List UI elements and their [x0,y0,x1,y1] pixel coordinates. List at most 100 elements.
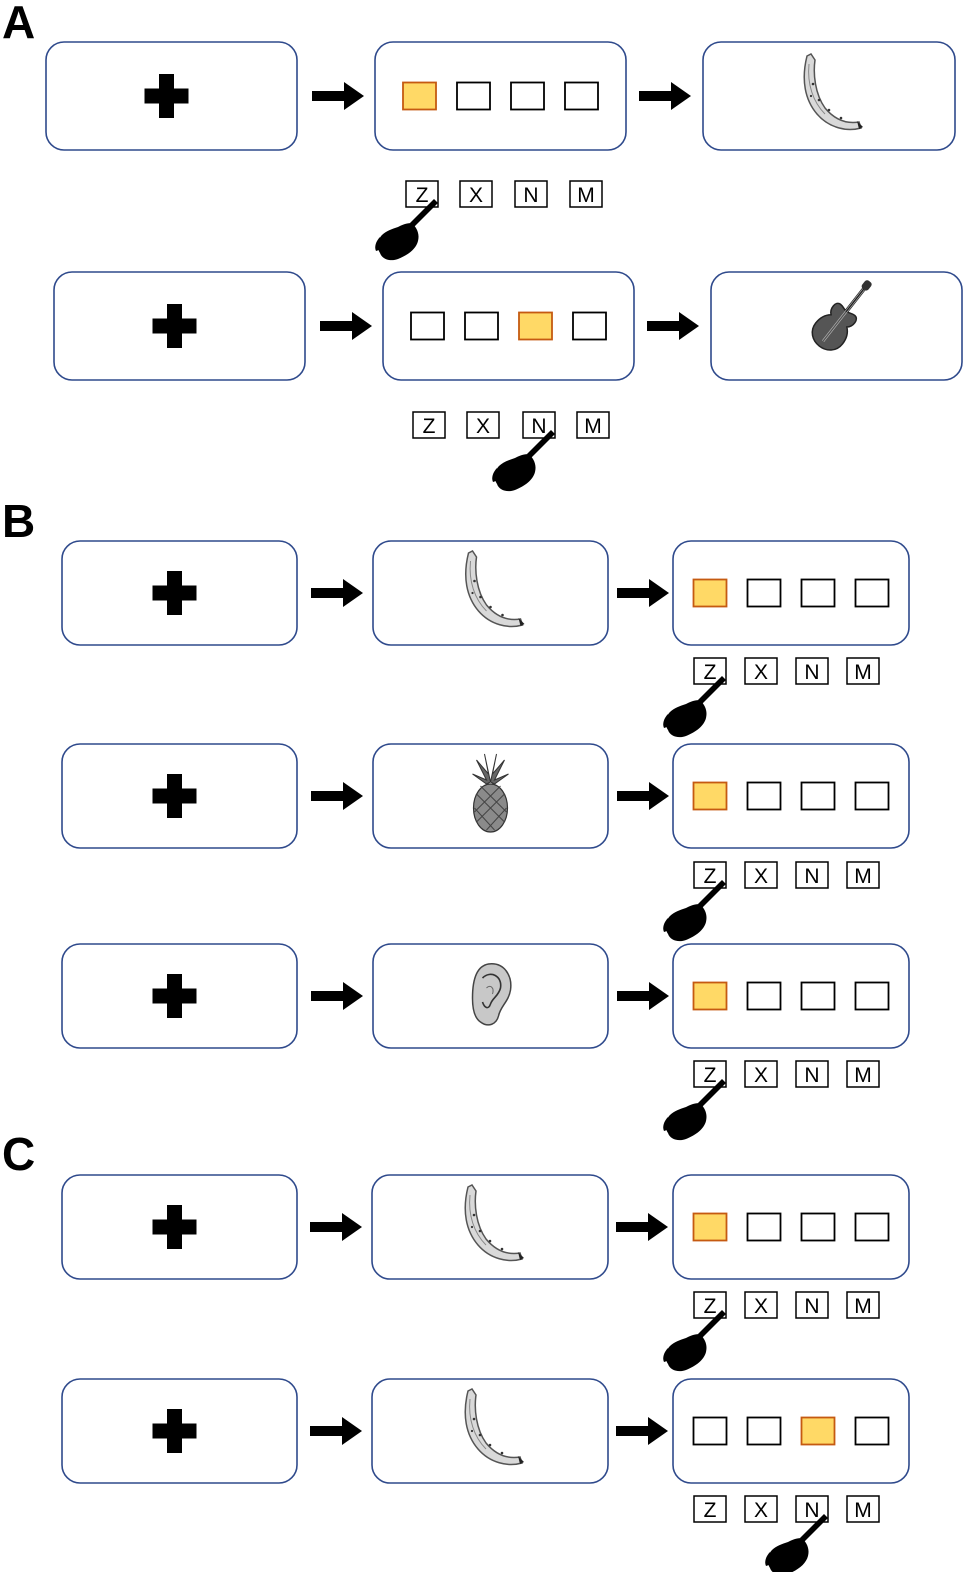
key-label: N [804,661,819,684]
arrow-right-icon [616,1417,668,1445]
key-label: Z [704,661,717,684]
pointing-hand-icon [663,880,726,942]
screen-frame [672,1378,910,1484]
response-box [692,1416,728,1446]
key-n [795,657,829,685]
pointing-hand-icon [492,430,555,492]
arrow-right-icon [617,782,669,810]
fixation-screen [45,41,298,151]
key-label: N [531,415,546,438]
key-label: X [754,1499,768,1522]
key-z [693,1495,727,1523]
key-label: X [754,661,768,684]
key-x [744,657,778,685]
response-box [746,981,782,1011]
key-label: Z [416,184,429,207]
response-screen [672,1378,910,1484]
key-label: N [804,865,819,888]
highlighted-response-box [402,81,437,111]
screen-frame [374,41,627,151]
fixation-screen [53,271,306,381]
image-screen [372,943,609,1049]
key-label: N [804,1295,819,1318]
screen-frame [371,1378,609,1484]
screen-frame [371,1174,609,1280]
key-label: Z [704,1295,717,1318]
response-box [464,311,499,341]
screen-frame [672,540,910,646]
pointing-hand-icon [663,1310,726,1372]
key-n [795,1291,829,1319]
image-screen [710,270,963,381]
panel-label: B [2,495,35,547]
response-box [746,578,782,608]
screen-frame [672,943,910,1049]
response-screen [672,943,910,1049]
arrow-right-icon [616,1213,668,1241]
key-label: N [523,184,538,207]
key-label: Z [423,415,436,438]
response-box [456,81,491,111]
arrow-right-icon [320,312,372,340]
response-box [800,981,836,1011]
key-label: M [854,1064,872,1087]
key-label: M [577,184,595,207]
response-screen [374,41,627,151]
arrow-right-icon [310,1213,362,1241]
arrow-right-icon [310,1417,362,1445]
key-n [795,861,829,889]
key-n [514,180,548,208]
response-box [854,1416,890,1446]
key-label: X [754,1064,768,1087]
response-box [746,1212,782,1242]
screen-frame [372,540,609,646]
key-label: M [854,1295,872,1318]
arrow-right-icon [311,982,363,1010]
key-label: X [754,1295,768,1318]
response-box [800,578,836,608]
image-screen [371,1174,609,1280]
key-n [795,1060,829,1088]
arrow-right-icon [311,579,363,607]
response-box [564,81,599,111]
key-x [744,1060,778,1088]
key-label: Z [704,1499,717,1522]
response-screen [672,743,910,849]
key-label: X [754,865,768,888]
response-box [854,981,890,1011]
arrow-right-icon [311,782,363,810]
fixation-screen [61,540,298,646]
key-label: X [469,184,483,207]
key-z [693,1060,727,1088]
response-screen [382,271,635,381]
arrow-right-icon [312,82,364,110]
highlighted-response-box [692,781,728,811]
highlighted-response-box [692,578,728,608]
highlighted-response-box [800,1416,836,1446]
arrow-right-icon [647,312,699,340]
highlighted-response-box [692,1212,728,1242]
key-label: M [854,1499,872,1522]
response-box [572,311,607,341]
key-label: M [854,661,872,684]
panel-label: A [2,0,35,48]
key-label: N [804,1064,819,1087]
fixation-screen [61,1174,298,1280]
pointing-hand-icon [663,1079,726,1141]
image-screen [702,41,956,151]
response-box [746,781,782,811]
key-z [412,411,446,439]
fixation-screen [61,1378,298,1484]
response-box [410,311,445,341]
